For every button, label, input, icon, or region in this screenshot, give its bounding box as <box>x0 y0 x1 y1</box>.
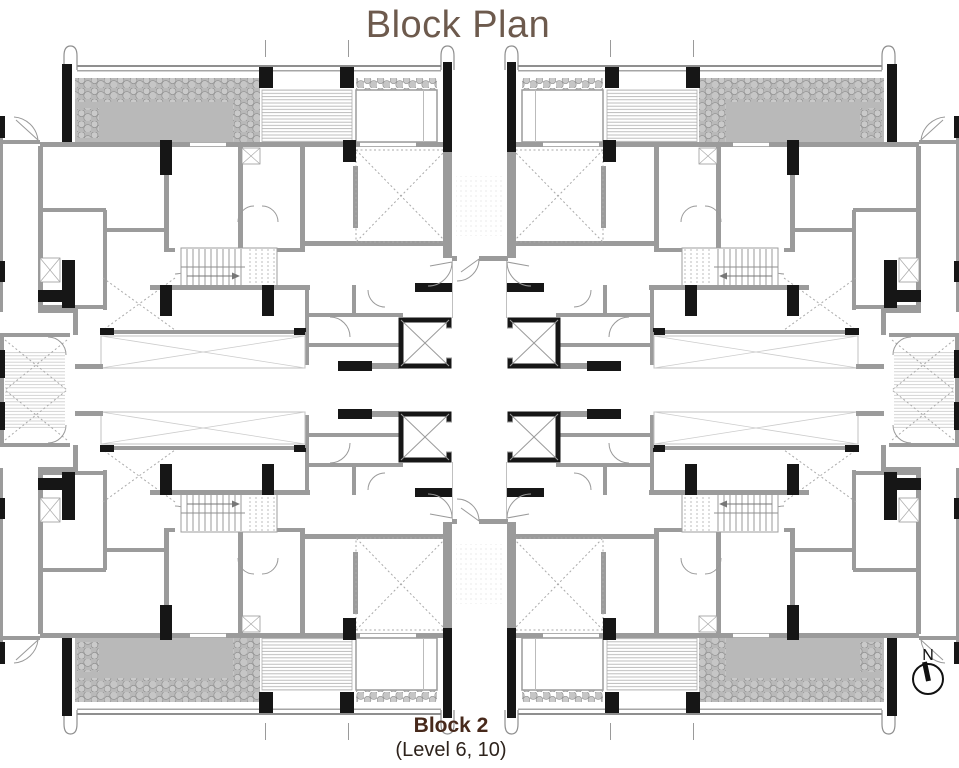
balcony-room <box>355 78 438 143</box>
block-label: Block 2 <box>413 714 489 737</box>
long-balcony <box>100 328 309 369</box>
staircase <box>180 247 278 287</box>
plan-quadrant <box>0 40 455 391</box>
inner-wall-band <box>40 142 452 147</box>
service-rooms <box>38 146 107 335</box>
deck-area <box>261 89 353 143</box>
central-lobby <box>452 176 508 318</box>
hall-walls <box>150 285 310 316</box>
elevator-shaft <box>398 317 452 369</box>
grid-tick-marks <box>265 40 349 57</box>
structural-columns <box>62 64 356 175</box>
north-arrow-icon: N <box>912 647 944 695</box>
plan-caption: Block 2 (Level 6, 10) <box>395 714 506 762</box>
bath-cluster <box>305 261 453 347</box>
side-bay <box>0 333 70 391</box>
page-title: Block Plan <box>365 4 551 46</box>
living-area-dashed <box>102 149 447 331</box>
level-label: (Level 6, 10) <box>395 739 507 761</box>
corridor-wall <box>443 62 452 258</box>
garden-terrace <box>75 78 260 142</box>
cross-corridor-walls <box>75 361 399 371</box>
north-label: N <box>922 647 934 664</box>
left-edge-bay <box>0 116 40 312</box>
